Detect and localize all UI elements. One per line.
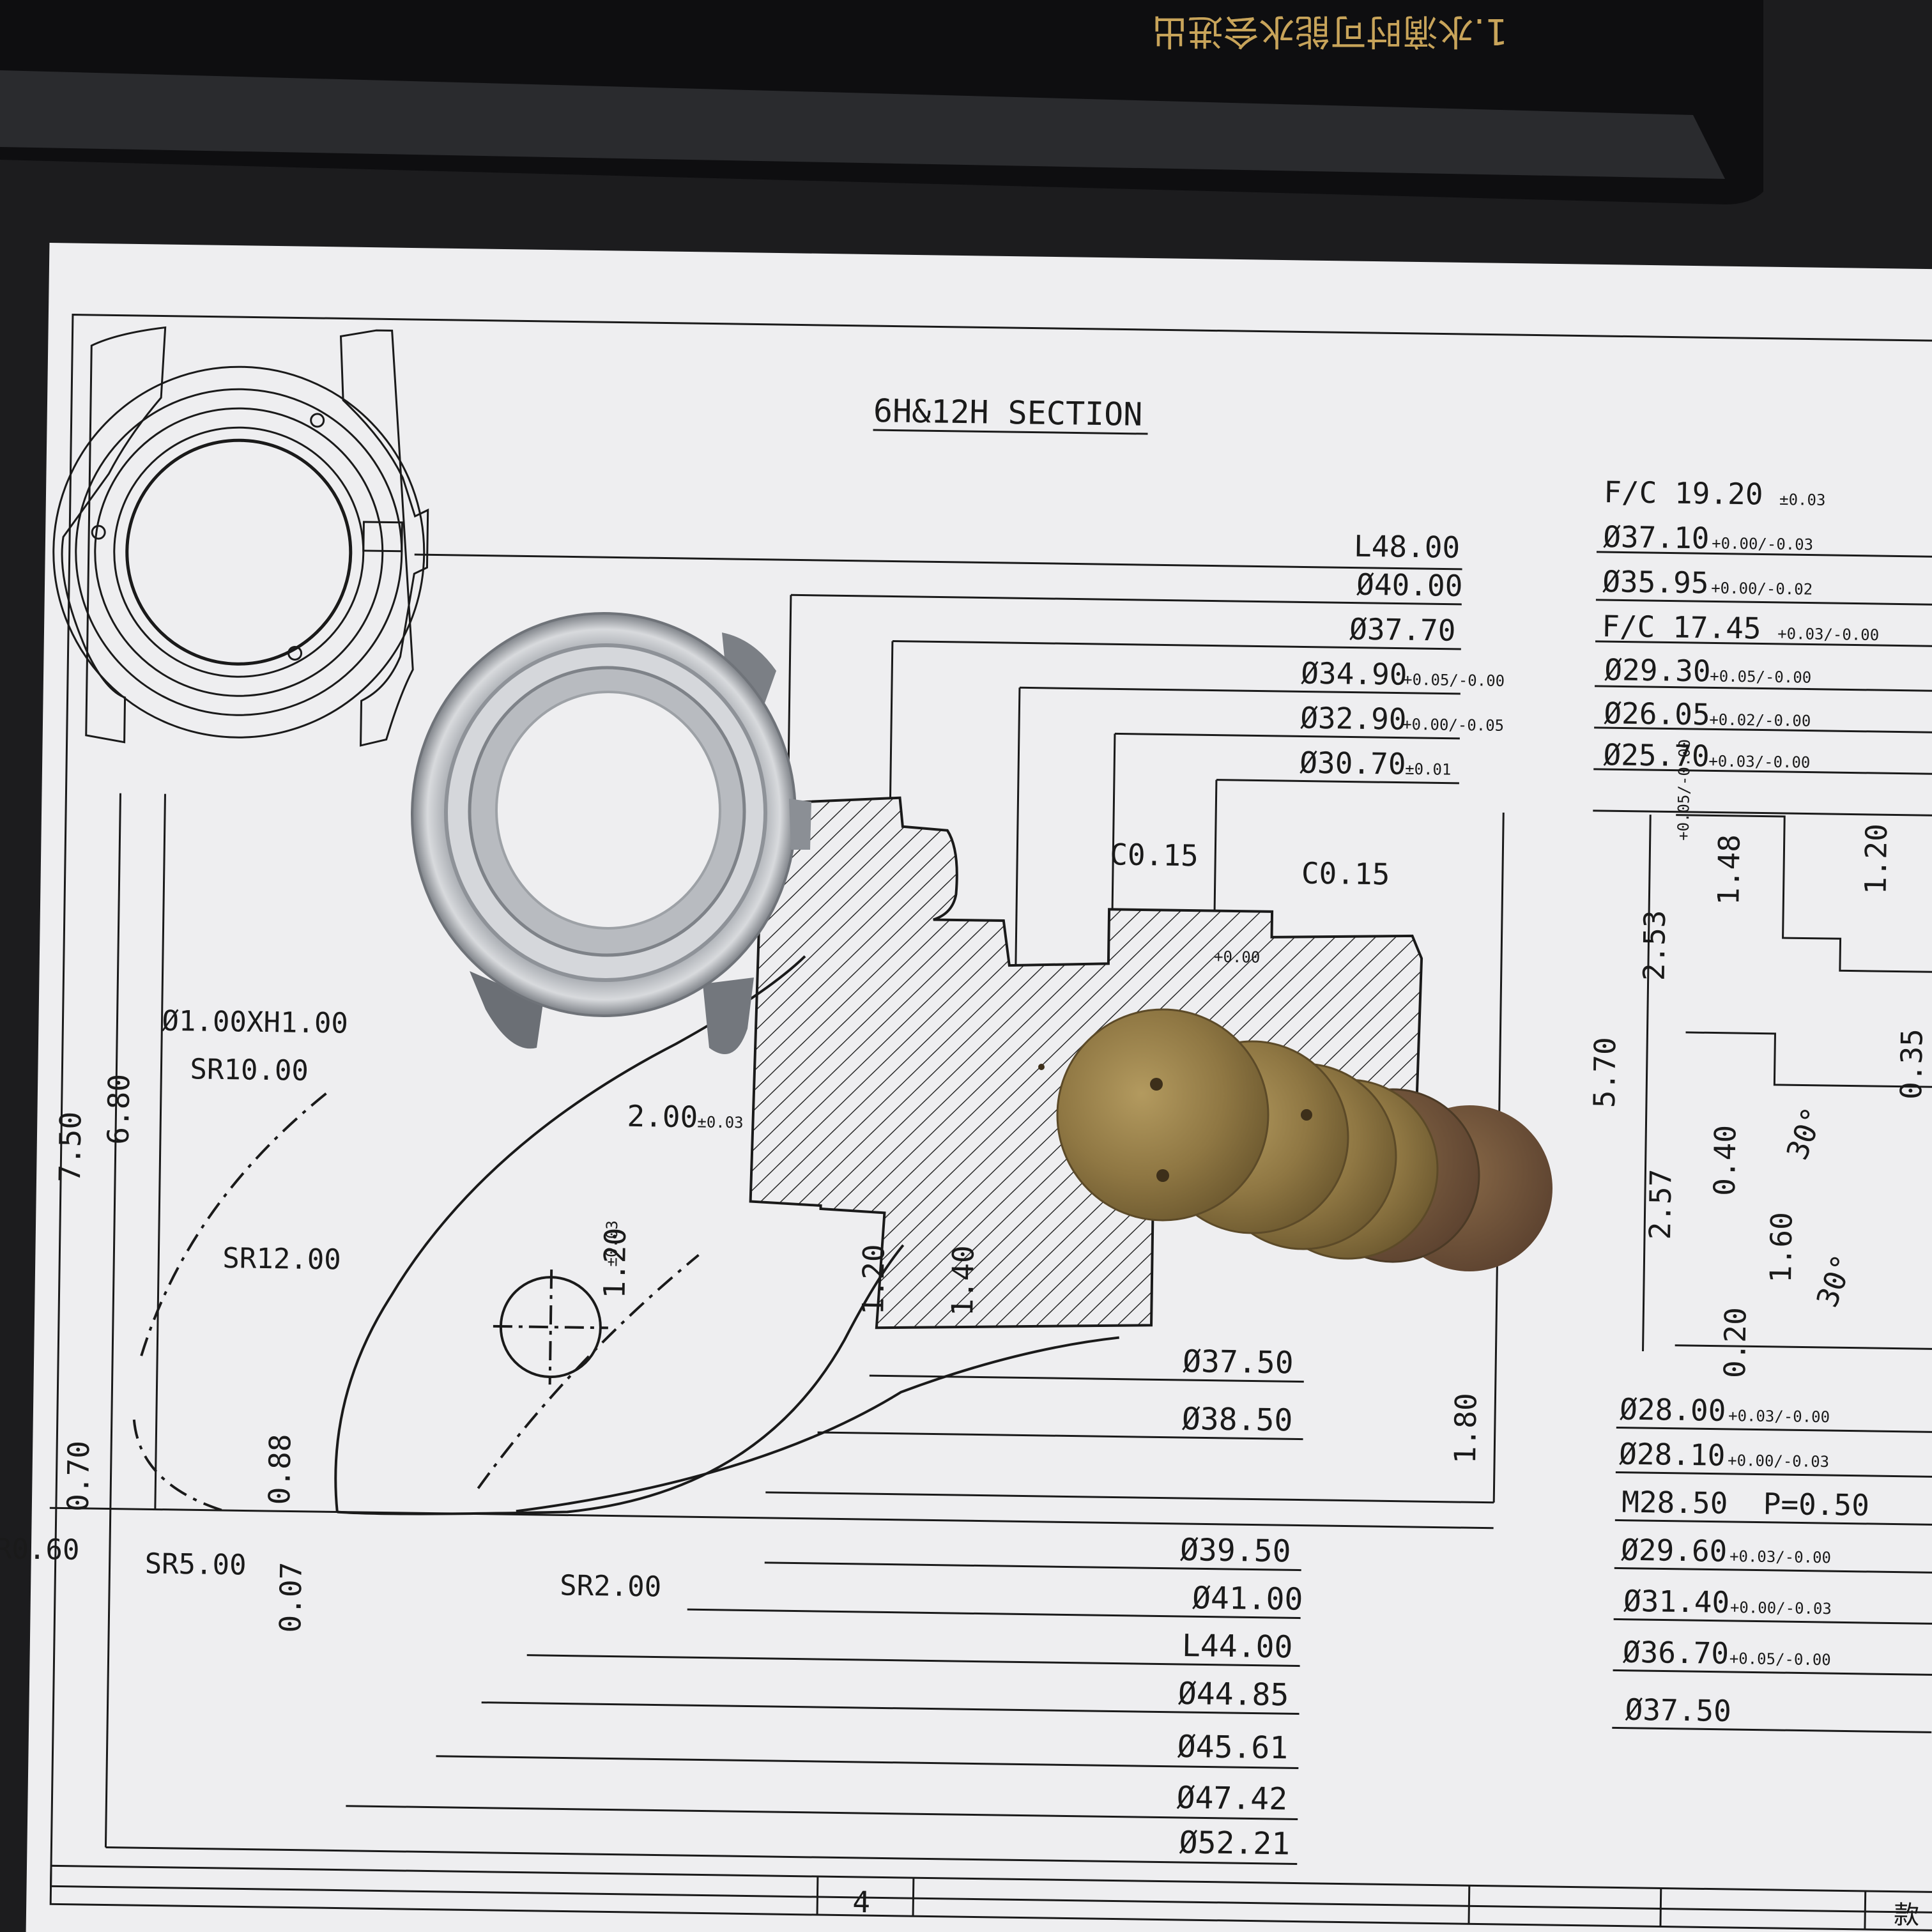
dim-d2810: Ø28.10 — [1619, 1437, 1726, 1473]
black-box-edge — [0, 70, 1725, 179]
dim-d3290-tol: +0.00/-0.05 — [1402, 716, 1504, 735]
dim-d3490: Ø34.90 — [1301, 656, 1407, 691]
dial-foot-hole-2 — [1156, 1169, 1169, 1182]
dim-d3070: Ø30.70 — [1300, 745, 1406, 781]
note-width-200-tol: ±0.03 — [697, 1113, 744, 1131]
vdim-570: 5.70 — [1587, 1037, 1623, 1108]
dim-d4561: Ø45.61 — [1177, 1729, 1288, 1766]
dim-d3595-tol: +0.00/-0.02 — [1711, 579, 1813, 598]
case-lug-bottom-left — [470, 971, 543, 1049]
dial-foot-hole-3 — [1301, 1109, 1312, 1121]
dim-d2605: Ø26.05 — [1604, 696, 1710, 732]
dim-l44: L44.00 — [1182, 1628, 1293, 1665]
dim-d5221: Ø52.21 — [1179, 1825, 1290, 1862]
dim-d3770: Ø37.70 — [1349, 612, 1456, 648]
dimension-lines — [49, 551, 1932, 1932]
case-lug-bottom-right — [703, 977, 754, 1054]
dim-fc1745-tol: +0.03/-0.00 — [1777, 625, 1879, 644]
case-aperture — [495, 691, 721, 930]
vdim-120tol: 1.20 — [597, 1227, 633, 1299]
note-sr5: SR5.00 — [144, 1547, 247, 1581]
dim-d3140-tol: +0.00/-0.03 — [1730, 1598, 1832, 1618]
dim-d3710: Ø37.10 — [1603, 519, 1710, 555]
dim-d3950: Ø39.50 — [1180, 1532, 1291, 1569]
vdim-120r: 1.20 — [1859, 824, 1894, 895]
dim-fc1920-tol: ±0.03 — [1779, 491, 1826, 509]
dim-d3710-tol: +0.00/-0.03 — [1712, 534, 1813, 553]
brass-disc-1 — [1056, 1008, 1269, 1222]
vdim-035: 0.35 — [1894, 1029, 1929, 1100]
vdim-680: 6.80 — [101, 1074, 137, 1146]
vdim-180: 1.80 — [1448, 1393, 1483, 1464]
sheet-mark: 4 — [852, 1885, 870, 1919]
dim-l48: L48.00 — [1354, 529, 1460, 565]
note-c015-b: C0.15 — [1301, 855, 1390, 891]
note-pm003: ±0.03 — [602, 1220, 621, 1267]
dim-d2810-tol: +0.00/-0.03 — [1728, 1452, 1829, 1471]
dim-d2605-tol: +0.02/-0.00 — [1709, 710, 1811, 730]
vdim-120: 1.20 — [855, 1244, 891, 1315]
note-sr2: SR2.00 — [560, 1569, 662, 1603]
vdim-040: 0.40 — [1707, 1125, 1743, 1197]
dim-d2800-tol: +0.03/-0.00 — [1728, 1407, 1830, 1426]
note-r060: R0.60 — [0, 1533, 80, 1567]
dim-m2850: M28.50 P=0.50 — [1621, 1485, 1869, 1522]
dim-d3750: Ø37.50 — [1183, 1344, 1294, 1381]
dial-foot-hole-4 — [1038, 1064, 1045, 1070]
vdim-253: 2.53 — [1637, 910, 1673, 981]
vdim-070: 0.70 — [61, 1441, 96, 1512]
title-underline — [873, 429, 1148, 435]
dial-foot-hole-1 — [1150, 1078, 1163, 1091]
technical-drawing-sheet: 6H&12H SECTION — [0, 243, 1932, 1932]
dim-d2800: Ø28.00 — [1620, 1392, 1726, 1428]
note-hole: Ø1.00XH1.00 — [162, 1005, 348, 1040]
corner-char: 款 — [1894, 1901, 1920, 1931]
dim-d3070-tol: ±0.01 — [1405, 760, 1452, 779]
dim-fc1745: F/C 17.45 — [1602, 609, 1761, 645]
vertical-dimension-labels: 7.50 6.80 0.70 0.88 0.07 1.20 1.20 1.40 … — [52, 824, 1929, 1633]
note-width-200: 2.00 — [627, 1099, 698, 1135]
dim-d2570: Ø25.70 — [1603, 737, 1710, 773]
note-p005: +0.05/-0.00 — [1675, 739, 1694, 841]
dim-d2930-tol: +0.05/-0.00 — [1710, 667, 1811, 686]
box-print-text: 1.水滴时可能水会进出 — [1152, 10, 1508, 52]
dim-d3670-tol: +0.05/-0.00 — [1729, 1650, 1831, 1669]
dim-d2930: Ø29.30 — [1604, 652, 1711, 688]
case-crown-tube — [789, 799, 811, 850]
note-c015-a: C0.15 — [1110, 837, 1199, 873]
drawing-frame — [50, 314, 1932, 1914]
dim-d3670: Ø36.70 — [1623, 1635, 1729, 1671]
dim-d3750r: Ø37.50 — [1625, 1692, 1731, 1728]
vdim-148: 1.48 — [1711, 834, 1747, 906]
dim-d2960-tol: +0.03/-0.00 — [1729, 1547, 1831, 1567]
vdim-750: 7.50 — [52, 1111, 88, 1183]
vdim-007: 0.07 — [273, 1561, 309, 1633]
dim-d2960: Ø29.60 — [1621, 1533, 1728, 1568]
note-p000: +0.00 — [1214, 948, 1261, 967]
note-sr10: SR10.00 — [190, 1053, 309, 1087]
dim-d4742: Ø47.42 — [1176, 1780, 1287, 1817]
vdim-160: 1.60 — [1763, 1212, 1799, 1284]
brass-dial-blanks — [1038, 1008, 1552, 1271]
steel-watch-case — [411, 612, 811, 1054]
dim-d40: Ø40.00 — [1356, 567, 1463, 603]
vdim-020: 0.20 — [1717, 1307, 1753, 1379]
vdim-257: 2.57 — [1643, 1169, 1678, 1240]
dim-d41: Ø41.00 — [1192, 1580, 1303, 1617]
dim-fc1920: F/C 19.20 — [1604, 475, 1763, 511]
dim-d3595: Ø35.95 — [1602, 564, 1709, 600]
dim-d3290: Ø32.90 — [1300, 700, 1407, 736]
note-sr12: SR12.00 — [222, 1242, 341, 1276]
dim-d3140: Ø31.40 — [1623, 1584, 1730, 1620]
dim-d4485: Ø44.85 — [1178, 1676, 1289, 1713]
dim-d3850: Ø38.50 — [1182, 1401, 1293, 1438]
vdim-140: 1.40 — [945, 1245, 981, 1317]
vdim-088: 0.88 — [262, 1434, 298, 1505]
dim-d2570-tol: +0.03/-0.00 — [1708, 752, 1810, 771]
section-title: 6H&12H SECTION — [873, 392, 1143, 433]
dim-d3490-tol: +0.05/-0.00 — [1403, 671, 1505, 690]
